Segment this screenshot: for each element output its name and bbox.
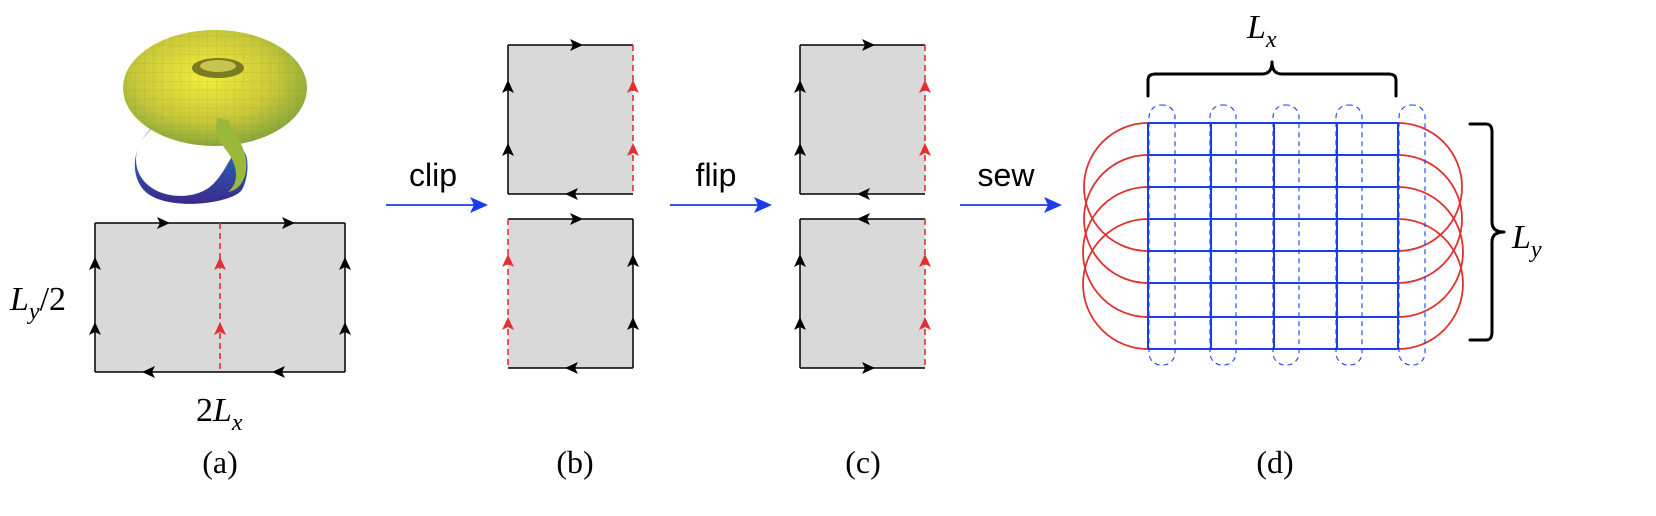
arrow-left-icon xyxy=(565,188,578,200)
boundary-arc-left xyxy=(1082,186,1149,318)
panel-d-dashed-loops xyxy=(1148,104,1426,366)
arrow-up-icon xyxy=(339,257,351,270)
panel-b-caption: (b) xyxy=(556,444,593,480)
arrow-up-icon xyxy=(502,317,514,330)
panel-d-lattice xyxy=(1147,122,1399,350)
panel-c-caption: (c) xyxy=(845,444,881,480)
arrow-up-icon xyxy=(919,143,931,156)
dashed-loop xyxy=(1148,104,1176,366)
arrow-right-icon xyxy=(570,39,583,51)
arrow-up-icon xyxy=(502,143,514,156)
step-flip: flip xyxy=(670,157,772,213)
dashed-loop xyxy=(1272,104,1300,366)
boundary-arc-left xyxy=(1082,218,1149,350)
boundary-arc-left xyxy=(1083,154,1149,284)
klein-bottle-icon xyxy=(123,30,307,204)
boundary-arc-right xyxy=(1397,154,1463,284)
arrow-up-icon xyxy=(919,254,931,267)
panel-d-boundary-arcs xyxy=(1082,122,1464,350)
panel-c-top-rectangle xyxy=(800,45,925,194)
dashed-loop xyxy=(1398,104,1426,366)
arrow-up-icon xyxy=(919,317,931,330)
panel-c: (c) xyxy=(794,39,931,480)
arrow-up-icon xyxy=(794,80,806,93)
arrow-right-icon xyxy=(470,197,488,213)
step-sew-label: sew xyxy=(978,157,1036,193)
panel-d-side-brace xyxy=(1468,122,1506,342)
arrow-up-icon xyxy=(502,80,514,93)
arrow-up-icon xyxy=(627,80,639,93)
arrow-right-icon xyxy=(1044,197,1062,213)
arrow-up-icon xyxy=(919,80,931,93)
panel-a: Ly/2 2Lx (a) xyxy=(9,30,351,480)
panel-d-top-brace xyxy=(1146,60,1398,98)
step-flip-label: flip xyxy=(696,157,737,193)
step-clip: clip xyxy=(386,157,488,213)
panel-a-width-label: 2Lx xyxy=(196,392,243,436)
arrow-right-icon xyxy=(570,213,583,225)
arrow-left-icon xyxy=(857,213,870,225)
boundary-arc-right xyxy=(1397,122,1463,252)
arrow-up-icon xyxy=(214,322,226,335)
panel-b-bottom-rectangle xyxy=(508,219,633,368)
arrow-left-icon xyxy=(142,366,155,378)
panel-a-caption: (a) xyxy=(202,444,238,480)
arrow-up-icon xyxy=(627,143,639,156)
step-clip-label: clip xyxy=(409,157,457,193)
arrow-left-icon xyxy=(272,366,285,378)
arrow-up-icon xyxy=(627,317,639,330)
dashed-loop xyxy=(1335,104,1363,366)
arrow-up-icon xyxy=(627,254,639,267)
arrow-up-icon xyxy=(339,322,351,335)
arrow-up-icon xyxy=(794,317,806,330)
panel-d: Lx Ly (d) xyxy=(1082,9,1542,480)
panel-b-top-rectangle xyxy=(508,45,633,194)
arrow-up-icon xyxy=(214,257,226,270)
boundary-arc-left xyxy=(1083,122,1149,252)
step-sew: sew xyxy=(960,157,1062,213)
panel-d-caption: (d) xyxy=(1256,444,1293,480)
arrow-up-icon xyxy=(794,143,806,156)
arrow-up-icon xyxy=(502,254,514,267)
arrow-right-icon xyxy=(862,39,875,51)
arrow-right-icon xyxy=(282,217,295,229)
arrow-up-icon xyxy=(89,257,101,270)
boundary-arc-right xyxy=(1397,218,1464,350)
panel-d-top-label: Lx xyxy=(1246,9,1277,53)
panel-c-bottom-rectangle xyxy=(800,219,925,368)
arrow-right-icon xyxy=(862,362,875,374)
arrow-up-icon xyxy=(89,322,101,335)
panel-a-height-label: Ly/2 xyxy=(9,281,66,325)
arrow-left-icon xyxy=(565,362,578,374)
arrow-left-icon xyxy=(857,188,870,200)
boundary-arc-right xyxy=(1397,186,1464,318)
dashed-loop xyxy=(1209,104,1237,366)
arrow-up-icon xyxy=(794,254,806,267)
panel-d-side-label: Ly xyxy=(1511,219,1542,263)
panel-b: (b) xyxy=(502,39,639,480)
arrow-right-icon xyxy=(157,217,170,229)
arrow-right-icon xyxy=(754,197,772,213)
